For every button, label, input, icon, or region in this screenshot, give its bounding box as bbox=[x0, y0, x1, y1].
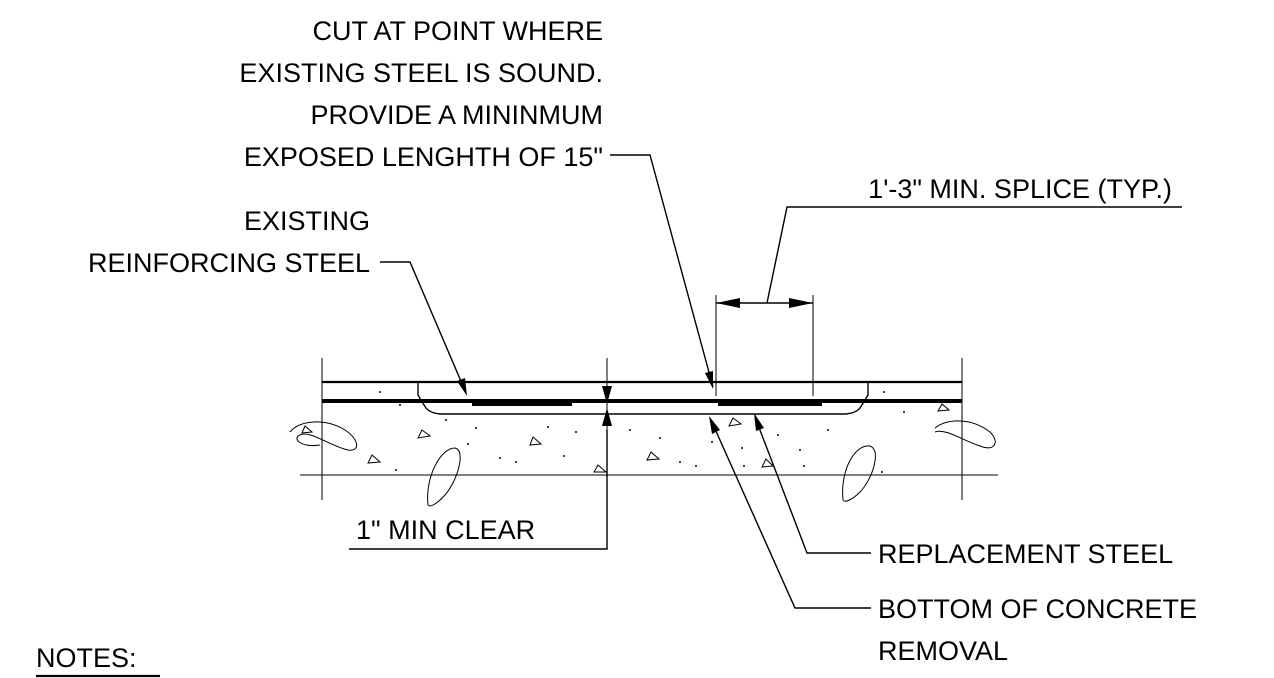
splice-arrow-left bbox=[716, 298, 740, 308]
cut-point-arrowhead bbox=[705, 371, 713, 389]
existing-steel-label: EXISTING REINFORCING STEEL bbox=[88, 206, 370, 278]
bottom-label-line-2: REMOVAL bbox=[878, 636, 1008, 666]
aggregate bbox=[937, 403, 951, 412]
left-lower-break-symbol bbox=[427, 447, 461, 507]
cut-point-leader bbox=[610, 154, 714, 388]
left-break-symbol bbox=[289, 421, 358, 451]
right-lower-break-symbol bbox=[842, 445, 876, 502]
aggregate-dot bbox=[475, 427, 477, 429]
cut-note-line-2: EXISTING STEEL IS SOUND. bbox=[239, 58, 603, 88]
aggregate-dot bbox=[379, 391, 381, 393]
aggregate bbox=[417, 429, 432, 439]
splice-label: 1'-3" MIN. SPLICE (TYP.) bbox=[868, 174, 1172, 204]
cut-note-line-1: CUT AT POINT WHERE bbox=[312, 16, 603, 46]
replacement-steel-arrowhead bbox=[754, 413, 764, 431]
clear-arrow-top bbox=[602, 386, 612, 404]
bottom-removal-label: BOTTOM OF CONCRETE REMOVAL bbox=[878, 594, 1197, 666]
aggregate-dot bbox=[695, 465, 697, 467]
aggregate-dot bbox=[803, 465, 805, 467]
existing-steel-leader bbox=[380, 261, 467, 394]
aggregate-dot bbox=[711, 441, 713, 443]
aggregate-dot bbox=[575, 431, 577, 433]
aggregate-dot bbox=[563, 455, 565, 457]
aggregate-dot bbox=[827, 429, 829, 431]
aggregate bbox=[646, 451, 661, 461]
bottom-removal-arrowhead bbox=[709, 416, 720, 434]
aggregate bbox=[761, 458, 775, 468]
aggregate bbox=[367, 454, 382, 464]
aggregate-dot bbox=[743, 465, 745, 467]
aggregate-dot bbox=[881, 471, 883, 473]
bottom-label-line-1: BOTTOM OF CONCRETE bbox=[878, 594, 1197, 624]
cut-note-line-4: EXPOSED LENGHTH OF 15" bbox=[244, 142, 603, 172]
aggregate-dot bbox=[515, 461, 517, 463]
aggregate bbox=[529, 436, 543, 446]
clear-arrow-bottom bbox=[602, 408, 612, 426]
existing-label-line-2: REINFORCING STEEL bbox=[88, 248, 370, 278]
bottom-removal-leader bbox=[710, 419, 871, 609]
aggregate-dot bbox=[883, 391, 885, 393]
aggregate bbox=[301, 425, 314, 434]
min-clear-label: 1" MIN CLEAR bbox=[356, 515, 535, 545]
slab-section bbox=[289, 358, 998, 507]
aggregate-dot bbox=[629, 429, 631, 431]
splice-leader bbox=[766, 206, 1182, 304]
existing-steel-arrowhead bbox=[457, 378, 467, 396]
aggregate-dot bbox=[499, 457, 501, 459]
aggregate-dot bbox=[799, 449, 801, 451]
aggregate bbox=[728, 417, 743, 427]
aggregate-dot bbox=[399, 404, 401, 406]
cut-point-note: CUT AT POINT WHERE EXISTING STEEL IS SOU… bbox=[239, 16, 603, 172]
aggregate-dot bbox=[903, 411, 905, 413]
aggregate-dot bbox=[547, 426, 549, 428]
right-break-symbol bbox=[934, 420, 996, 449]
aggregate-dot bbox=[395, 469, 397, 471]
aggregate-dot bbox=[777, 434, 779, 436]
replacement-steel-label: REPLACEMENT STEEL bbox=[878, 539, 1173, 569]
aggregate-dot bbox=[467, 443, 469, 445]
aggregate-dot bbox=[445, 419, 447, 421]
aggregate-dot bbox=[679, 461, 681, 463]
splice-arrow-right bbox=[789, 298, 813, 308]
removal-cavity-outline bbox=[417, 382, 869, 415]
splice-dimension bbox=[715, 295, 814, 396]
replacement-steel-leader bbox=[754, 416, 871, 554]
aggregate-dot bbox=[659, 437, 661, 439]
notes-heading: NOTES: bbox=[36, 643, 137, 673]
aggregate-dot bbox=[741, 447, 743, 449]
aggregate bbox=[593, 464, 608, 473]
cut-note-line-3: PROVIDE A MININMUM bbox=[310, 100, 603, 130]
existing-label-line-1: EXISTING bbox=[244, 206, 370, 236]
